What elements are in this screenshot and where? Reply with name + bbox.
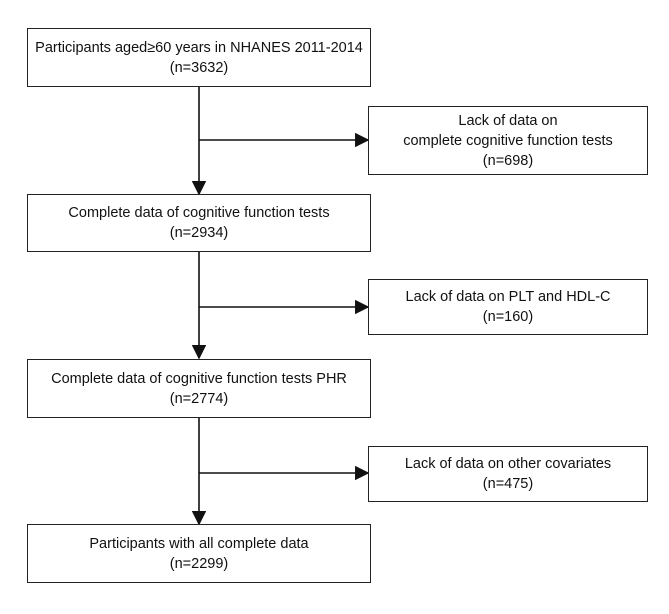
- box-line: Lack of data on other covariates: [404, 456, 612, 472]
- box-count: (n=698): [482, 152, 534, 169]
- box-exclusion-plt-hdl: Lack of data on PLT and HDL-C (n=160): [368, 279, 648, 335]
- box-line: Complete data of cognitive function test…: [68, 205, 330, 221]
- box-count: (n=160): [482, 309, 534, 325]
- box-line: Participants aged≥60 years in NHANES 201…: [35, 39, 363, 56]
- box-initial-participants: Participants aged≥60 years in NHANES 201…: [27, 28, 371, 87]
- box-count: (n=3632): [169, 59, 229, 76]
- box-line: complete cognitive function tests: [403, 132, 613, 149]
- box-line: Complete data of cognitive function test…: [51, 370, 347, 387]
- box-line: Lack of data on: [458, 112, 558, 129]
- box-line: Participants with all complete data: [89, 535, 309, 552]
- box-count: (n=475): [482, 476, 534, 492]
- box-final-participants: Participants with all complete data (n=2…: [27, 524, 371, 583]
- box-count: (n=2774): [169, 390, 229, 407]
- box-complete-cognitive-data: Complete data of cognitive function test…: [27, 194, 371, 252]
- box-exclusion-cognitive: Lack of data on complete cognitive funct…: [368, 106, 648, 175]
- box-count: (n=2299): [169, 555, 229, 572]
- box-line: Lack of data on PLT and HDL-C: [405, 289, 611, 305]
- box-exclusion-covariates: Lack of data on other covariates (n=475): [368, 446, 648, 502]
- box-count: (n=2934): [169, 225, 229, 241]
- box-complete-phr-data: Complete data of cognitive function test…: [27, 359, 371, 418]
